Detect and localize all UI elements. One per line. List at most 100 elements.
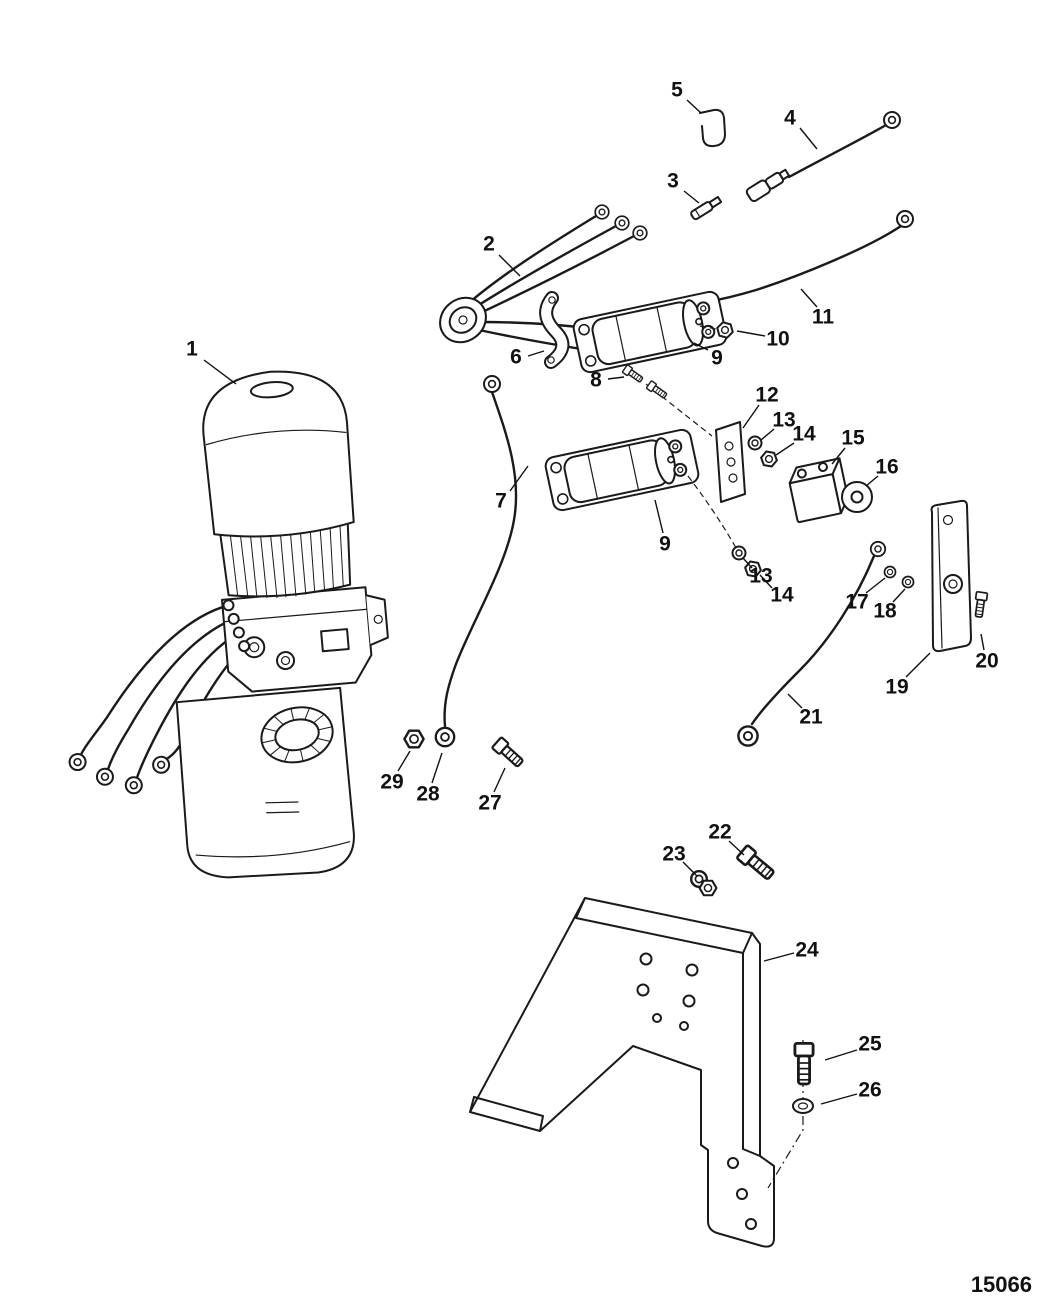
leader-line	[763, 952, 795, 962]
leader-line	[509, 465, 529, 492]
callout-23: 23	[662, 843, 685, 866]
leader-line	[203, 359, 237, 385]
callout-26: 26	[858, 1079, 881, 1102]
callout-21: 21	[799, 706, 823, 729]
callout-9: 9	[659, 533, 671, 556]
leader-line	[831, 447, 846, 465]
solenoid-lower	[543, 427, 701, 513]
leader-line	[799, 127, 818, 150]
wire-21	[737, 540, 887, 747]
callout-6: 6	[510, 346, 522, 369]
ring-terminal	[483, 375, 501, 393]
pump-reservoir	[175, 686, 355, 879]
callout-29: 29	[380, 771, 403, 794]
filler-cap	[260, 706, 334, 764]
cable-connector	[745, 168, 791, 203]
mounting-strap-6	[539, 291, 570, 369]
screw-27	[490, 735, 527, 771]
leader-line	[742, 404, 760, 429]
leader-line	[683, 190, 700, 204]
callout-22: 22	[708, 821, 731, 844]
clip-5	[699, 108, 726, 148]
washer-13	[731, 545, 747, 561]
pump-wire	[78, 604, 230, 761]
wire-7	[443, 375, 518, 728]
motor-cover	[202, 370, 355, 538]
leader-line	[431, 752, 443, 784]
leader-line	[493, 767, 506, 793]
leader-line	[527, 350, 545, 357]
trim-pump-assembly	[67, 370, 389, 879]
circuit-breaker-15	[788, 457, 849, 524]
ring-terminal	[124, 775, 144, 795]
callout-2: 2	[483, 233, 495, 256]
bullet-connector-3	[690, 195, 723, 221]
ring-terminal	[151, 755, 171, 775]
callout-1: 1	[186, 338, 198, 361]
callout-7: 7	[495, 490, 507, 513]
leader-line	[728, 840, 745, 856]
callout-3: 3	[667, 170, 679, 193]
solenoid-upper	[571, 289, 729, 375]
nut-29	[403, 729, 425, 749]
screw-8	[621, 363, 645, 385]
leader-line	[498, 254, 521, 277]
callout-11: 11	[812, 306, 835, 329]
pump-wire	[105, 617, 235, 775]
leader-line	[820, 1093, 858, 1105]
callout-5: 5	[671, 79, 683, 102]
callout-25: 25	[858, 1033, 882, 1056]
ring-terminal	[632, 225, 648, 241]
callout-14: 14	[792, 423, 816, 446]
ring-terminal	[883, 111, 901, 129]
plate-19	[930, 499, 972, 653]
cable-4	[745, 111, 901, 203]
mounting-bracket-24	[469, 897, 775, 1248]
boot-16	[841, 481, 873, 513]
leader-line	[865, 475, 879, 487]
leader-line	[824, 1049, 858, 1061]
bolt-22	[735, 843, 778, 884]
leader-line	[654, 499, 664, 534]
washer-17	[883, 565, 897, 579]
bolt-25	[793, 1042, 815, 1086]
callout-9: 9	[711, 347, 723, 370]
ring-terminal-28	[434, 726, 456, 748]
leader-line	[980, 633, 985, 651]
screw-8	[645, 379, 669, 401]
leader-line	[905, 652, 931, 678]
pump-wire	[134, 631, 241, 784]
plate-12	[715, 421, 746, 503]
callout-10: 10	[766, 328, 789, 351]
leader-line	[892, 588, 906, 603]
callout-16: 16	[875, 456, 898, 479]
callout-13: 13	[772, 409, 795, 432]
leader-line	[682, 861, 698, 877]
leader-line	[607, 376, 625, 380]
connector-plug	[439, 296, 487, 344]
figure-number: 15066	[971, 1272, 1032, 1297]
leader-line	[686, 99, 702, 114]
ring-terminal	[67, 752, 88, 772]
callout-12: 12	[755, 384, 778, 407]
callout-19: 19	[885, 676, 908, 699]
callout-8: 8	[590, 369, 602, 392]
ring-terminal	[614, 215, 630, 231]
washer-26	[792, 1098, 814, 1114]
leader-line	[693, 342, 709, 351]
callout-17: 17	[845, 591, 868, 614]
ring-terminal	[737, 725, 759, 747]
leader-line	[787, 693, 803, 709]
cable-11	[692, 210, 914, 310]
screw-20	[972, 590, 989, 619]
callout-4: 4	[784, 107, 796, 130]
pump-valve-body	[220, 586, 373, 693]
ring-terminal	[95, 767, 115, 787]
callout-15: 15	[841, 427, 865, 450]
callout-14: 14	[770, 584, 794, 607]
callout-24: 24	[795, 939, 819, 962]
leader-line	[865, 577, 886, 594]
ring-terminal	[896, 210, 914, 228]
